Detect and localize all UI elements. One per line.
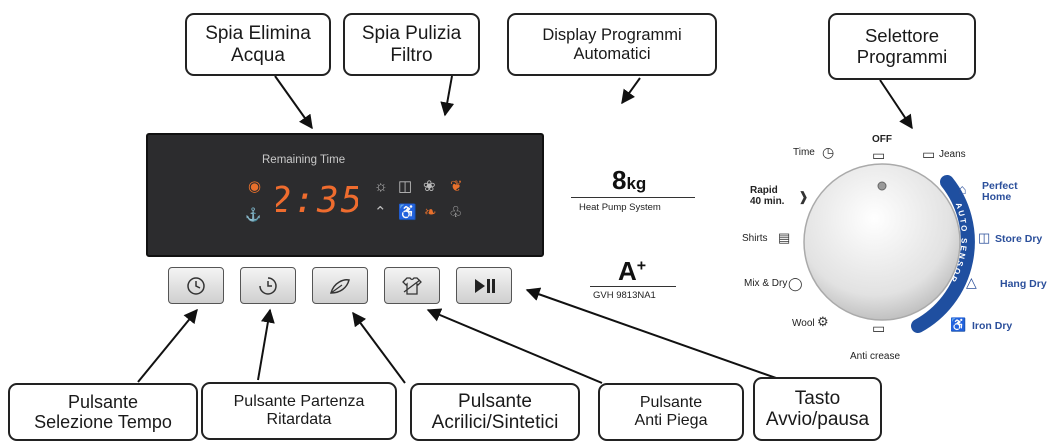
callout-selezione-tempo: Pulsante Selezione Tempo — [8, 383, 198, 441]
leaf-icon — [330, 278, 350, 294]
jeans-icon: ▭ — [922, 146, 936, 162]
arrow-selezione-tempo — [137, 308, 198, 383]
program-store-dry[interactable]: Store Dry — [995, 233, 1043, 245]
iron-dry-icon: ♿ — [950, 317, 967, 332]
callout-text: Pulsante Anti Piega — [634, 394, 708, 429]
off-icon: ▭ — [872, 147, 886, 163]
energy-divider — [590, 286, 676, 287]
program-rapid[interactable]: Rapid 40 min. — [750, 185, 785, 207]
program-hang-dry[interactable]: Hang Dry — [1000, 278, 1047, 290]
arrow-elimina-acqua — [274, 75, 313, 130]
capacity-divider — [571, 197, 695, 198]
program-anti-crease[interactable]: Anti crease — [850, 351, 901, 362]
callout-anti-piega: Pulsante Anti Piega — [598, 383, 744, 441]
callout-display-programmi: Display Programmi Automatici — [507, 13, 717, 76]
energy-class: A+ — [618, 256, 646, 287]
remaining-time-value: 2:35 — [276, 180, 358, 218]
shirt-no-crease-icon — [402, 276, 422, 295]
program-off[interactable]: OFF — [872, 134, 892, 145]
program-mix-dry[interactable]: Mix & Dry — [744, 278, 788, 289]
store-dry-icon: ◫ — [978, 230, 991, 245]
auto-sensor-arc — [911, 175, 975, 333]
capacity-number: 8 — [612, 165, 627, 195]
callout-text: Spia Elimina Acqua — [205, 23, 311, 66]
store-dry-led-icon: ◫ — [398, 178, 413, 195]
delay-start-button[interactable] — [240, 267, 296, 304]
callout-acrilici-sintetici: Pulsante Acrilici/Sintetici — [410, 383, 580, 441]
capacity-unit: kg — [626, 174, 647, 193]
callout-text: Pulsante Partenza Ritardata — [233, 393, 365, 428]
knob-indicator — [877, 181, 887, 191]
delay-clock-icon — [259, 276, 277, 295]
hang-dry-icon: △ — [966, 274, 977, 290]
acrylic-synthetic-button[interactable] — [312, 267, 368, 304]
start-pause-button[interactable] — [456, 267, 512, 304]
hanger-led-icon: ⌃ — [374, 204, 387, 221]
capacity-value: 8kg — [612, 165, 646, 196]
program-wool[interactable]: Wool — [792, 318, 815, 329]
callout-text: Spia Pulizia Filtro — [361, 23, 462, 66]
model-label: GVH 9813NA1 — [593, 290, 656, 301]
callout-text: Pulsante Selezione Tempo — [34, 391, 172, 432]
mix-dry-icon: ◯ — [788, 276, 803, 291]
acrylic-led-icon: ❧ — [424, 204, 437, 221]
control-panel-display: Remaining Time ◉ ⚓ 2:35 ☼ ◫ ❀ ❦ ⌃ ♿ ❧ ♧ — [146, 133, 544, 257]
arrow-pulizia-filtro — [440, 75, 455, 117]
shirts-icon: ▤ — [778, 230, 791, 245]
program-jeans[interactable]: Jeans — [939, 149, 966, 160]
energy-class-plus: + — [636, 257, 647, 275]
callout-text: Display Programmi Automatici — [542, 26, 682, 63]
program-iron-dry[interactable]: Iron Dry — [972, 320, 1013, 332]
callout-selettore-programmi: Selettore Programmi — [828, 13, 976, 80]
filter-clean-led-icon: ◉ — [248, 178, 262, 195]
callout-avvio-pausa: Tasto Avvio/pausa — [753, 377, 882, 441]
timer-icon: ◷ — [822, 144, 835, 160]
iron-led-icon: ♿ — [398, 204, 417, 221]
program-perfect-home[interactable]: Perfect Home — [982, 180, 1018, 204]
arrow-partenza-ritardata — [257, 308, 275, 381]
arrow-anti-piega — [426, 308, 603, 384]
callout-text: Pulsante Acrilici/Sintetici — [431, 390, 559, 433]
energy-class-letter: A — [618, 256, 637, 286]
anti-crease-dial-icon: ▭ — [872, 320, 886, 336]
time-select-button[interactable] — [168, 267, 224, 304]
arrow-avvio — [525, 287, 777, 379]
wool-icon: ⚙ — [817, 314, 829, 329]
rapid-icon: ❱ — [798, 189, 809, 204]
callout-spia-elimina-acqua: Spia Elimina Acqua — [185, 13, 331, 76]
anti-crease-button[interactable] — [384, 267, 440, 304]
anti-crease-led-icon: ♧ — [449, 204, 463, 221]
fan-led-icon: ❀ — [423, 178, 436, 195]
callout-partenza-ritardata: Pulsante Partenza Ritardata — [201, 382, 397, 440]
callout-text: Selettore Programmi — [856, 24, 948, 67]
play-pause-icon — [475, 278, 495, 293]
program-knob[interactable] — [803, 163, 961, 321]
clock-icon — [187, 276, 205, 295]
perfect-home-icon: ⌂ — [958, 181, 967, 197]
callout-spia-pulizia-filtro: Spia Pulizia Filtro — [343, 13, 480, 76]
program-shirts[interactable]: Shirts — [742, 233, 768, 244]
leaf-led-icon: ❦ — [450, 178, 463, 195]
arrow-acrilici — [352, 311, 406, 384]
sun-led-icon: ☼ — [374, 178, 388, 195]
arrow-selettore — [879, 79, 913, 130]
remaining-time-label: Remaining Time — [262, 154, 346, 166]
program-time[interactable]: Time — [793, 147, 815, 158]
arrow-display-programmi — [621, 77, 641, 105]
callout-text: Tasto Avvio/pausa — [765, 387, 870, 430]
heat-pump-label: Heat Pump System — [579, 202, 661, 213]
remaining-time-digits: 2:35 — [276, 180, 358, 218]
water-empty-led-icon: ⚓ — [245, 207, 262, 222]
